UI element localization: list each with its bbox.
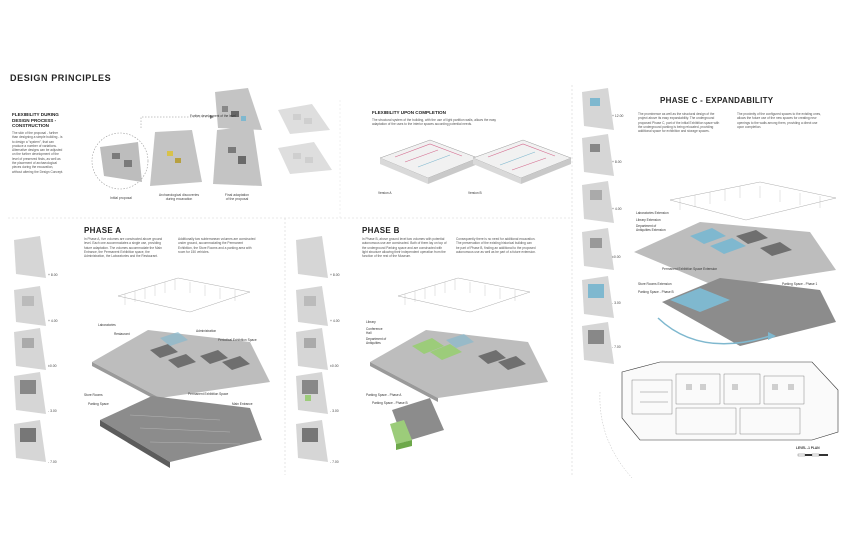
flex-during-heading: FLEXIBILITY DURING DESIGN PROCESS - CONS… [12,112,59,129]
phase-c-text-1: The prominence as well as the structural… [638,112,720,134]
phase-a-text-1: In Phase A, five volumes are constructed… [84,237,163,259]
further-label: Further development of the level [190,114,236,118]
phase-c-text-2: The proximity of the configured spaces t… [737,112,821,129]
level-c-1: + 12.00 [612,114,624,118]
label-parking: Parking Space [88,402,109,406]
level-a-1: + 8.00 [48,273,58,277]
phase-b-title: PHASE B [362,226,400,235]
label-parking-c: Parking Space - Phase B [638,290,674,294]
label-periodical: Periodical Exhibition Space [218,338,257,342]
phase-b-text-2: Consequently there is no need for additi… [456,237,536,254]
level-c-3: + 4.00 [612,207,622,211]
label-parking-b: Parking Space - Phase B [372,401,408,405]
label-parking-a: Parking Space - Phase A [366,393,402,397]
level-c-5: - 3.00 [612,301,621,305]
phase-b-text-1: In Phase B, above ground level two volum… [362,237,447,259]
version-b-label: Version B [468,191,482,195]
level-a-3: ±0.00 [48,364,57,368]
flex-upon-heading: FLEXIBILITY UPON COMPLETION [372,110,446,115]
level-c-2: + 8.00 [612,160,622,164]
level-b-3: ±0.00 [330,364,339,368]
label-dept-ext: Department of Antiquities Extension [636,224,666,232]
label-conference: Conference Hall [366,327,383,335]
phase-a-levels [14,236,46,462]
level-c-4: ±0.00 [612,255,621,259]
phase-c-title: PHASE C - EXPANDABILITY [660,96,774,105]
label-department: Department of Antiquities [366,337,387,345]
label-main-entrance: Main Entrance [232,402,253,406]
level-b-1: + 8.00 [330,273,340,277]
page-title: DESIGN PRINCIPLES [10,73,112,83]
level-a-4: - 3.00 [48,409,57,413]
version-a-label: Version A [378,191,392,195]
initial-caption: Initial proposal [110,196,132,200]
label-store-ext: Store Rooms Extension [638,282,672,286]
level-b-2: + 4.00 [330,319,340,323]
flex-upon-text: The structural system of the building, w… [372,118,497,127]
level-c-6: - 7.00 [612,345,621,349]
plan-label: LEVEL -1 PLAN [796,446,820,450]
label-lab-ext: Laboratories Extension [636,211,669,215]
label-perm-ext: Permanent Exhibition Space Extension [662,267,718,271]
level-a-5: - 7.00 [48,460,57,464]
label-parking-1: Parking Space - Phase 1 [782,282,818,286]
label-store-rooms: Store Rooms [84,393,103,397]
level-b-5: - 7.00 [330,460,339,464]
phase-b-levels [296,236,328,462]
label-library: Library [366,320,376,324]
label-administration: Administration [196,329,217,333]
phase-c-levels [582,88,614,364]
level-b-4: - 3.00 [330,409,339,413]
phase-a-title: PHASE A [84,226,122,235]
label-library-ext: Library Extension [636,218,661,222]
phase-a-text-2: Additionally two subterranean volumes ar… [178,237,256,254]
label-permanent: Permanent Exhibition Space [188,392,229,396]
flex-during-text: The skin of the proposal - further than … [12,131,64,174]
label-laboratories: Laboratories [98,323,116,327]
label-restaurant: Restaurant [114,332,130,336]
level-a-2: + 4.00 [48,319,58,323]
